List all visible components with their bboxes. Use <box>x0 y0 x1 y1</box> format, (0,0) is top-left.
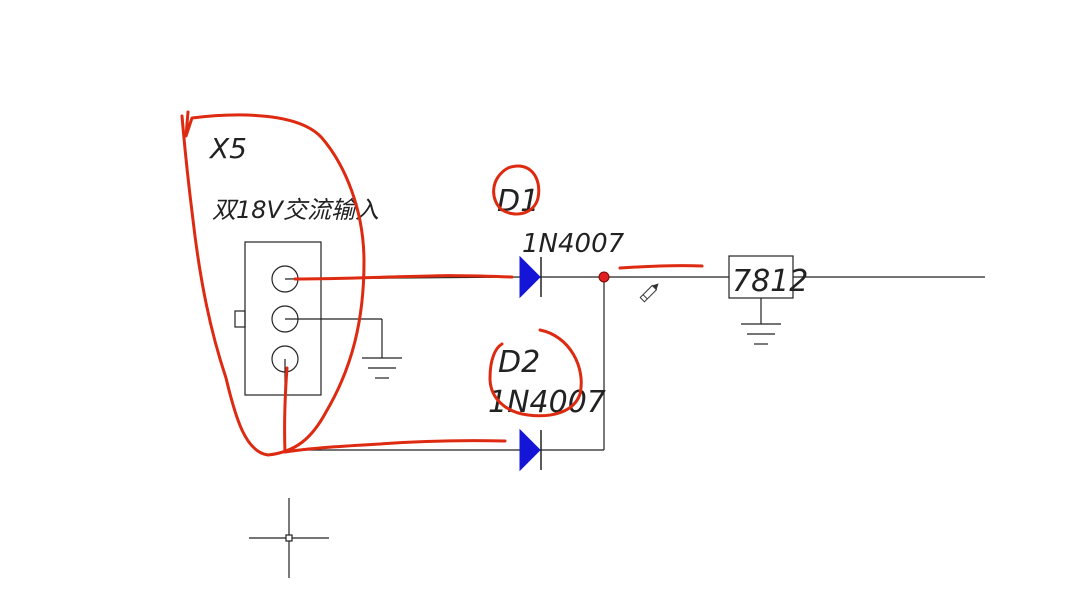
diode-d2[interactable] <box>519 428 542 472</box>
diode-d2-ref-label: D2 <box>498 345 540 380</box>
junction-dot <box>598 271 610 283</box>
annotation-connector-loop <box>180 110 366 457</box>
diode-d2-triangle <box>519 428 541 472</box>
diode-d1[interactable] <box>519 255 542 299</box>
regulator-7812[interactable]: 7812 <box>728 255 808 299</box>
annotation-d1-circle <box>492 164 541 216</box>
ground-symbol-connector <box>362 357 402 379</box>
pencil-icon <box>639 283 659 303</box>
ground-symbol-regulator <box>741 323 781 345</box>
annotations <box>180 110 704 457</box>
regulator-body <box>728 255 794 299</box>
regulator-label: 7812 <box>732 264 808 299</box>
annotation-wire-pin1 <box>293 274 514 281</box>
crosshair-cursor-icon <box>249 498 329 578</box>
connector-ref-label: X5 <box>208 132 247 165</box>
annotation-d2-circle <box>488 328 583 418</box>
annotation-wire-junction <box>618 264 704 270</box>
diode-d1-triangle <box>519 255 541 299</box>
wires <box>284 276 985 451</box>
diode-d1-part-label: 1N4007 <box>522 229 625 259</box>
connector-key <box>234 310 246 328</box>
connector-desc-label: 双18V交流输入 <box>212 196 379 224</box>
annotation-wire-pin3 <box>283 366 507 454</box>
